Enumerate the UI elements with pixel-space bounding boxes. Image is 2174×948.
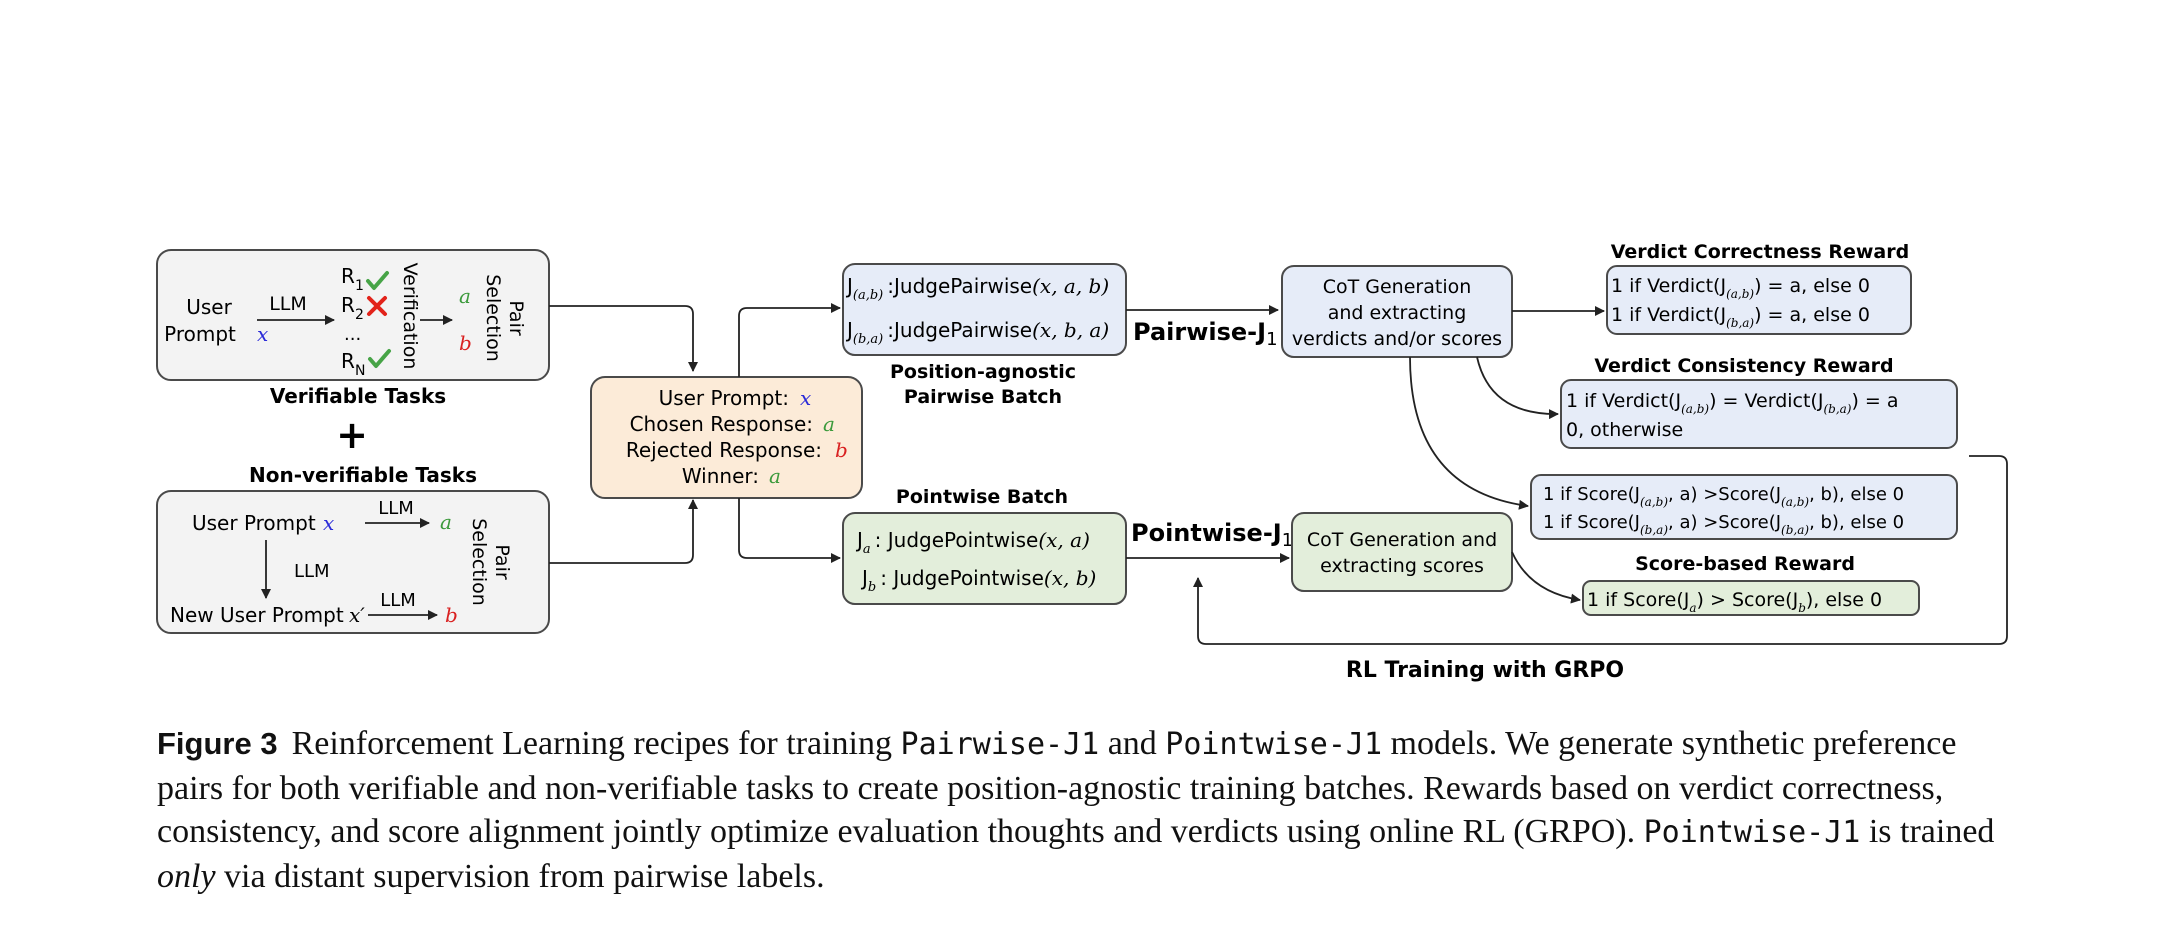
verdict-consistency-line-1: 1 if Verdict(J(a,b)) = Verdict(J(b,a)) =…	[1566, 390, 1899, 416]
verdict-correctness-box	[1606, 265, 1912, 335]
cot-pairwise-line-2: and extracting	[1328, 302, 1467, 324]
user-prompt-label: User Prompt	[192, 511, 316, 535]
pairwise-line-2: J(b,a):JudgePairwise(x, b, a)	[845, 318, 1109, 347]
winner-label: Winner:	[682, 464, 759, 488]
llm-label: LLM	[269, 293, 307, 315]
chosen-label: Chosen Response:	[630, 412, 813, 436]
x-var: x	[323, 511, 334, 535]
b-var: b	[459, 331, 472, 355]
verdict-correctness-title: Verdict Correctness Reward	[1611, 241, 1909, 263]
r1-sub: 1	[355, 278, 364, 294]
check-icon	[368, 349, 391, 368]
pointwise-j1-label: Pointwise-J1	[1131, 519, 1293, 551]
winner-value: a	[769, 464, 781, 488]
verdict-correctness-line-1: 1 if Verdict(J(a,b)) = a, else 0	[1611, 275, 1870, 301]
arrow-icon	[738, 303, 841, 377]
verification-label: Verification	[399, 263, 421, 370]
caption-text-1: Reinforcement Learning recipes for train…	[291, 725, 901, 762]
verdict-correctness-line-2: 1 if Verdict(J(b,a)) = a, else 0	[1611, 304, 1870, 330]
verifiable-tasks-title: Verifiable Tasks	[270, 384, 446, 408]
caption-text-3: models. We generate synthetic preference…	[157, 725, 1957, 850]
arrow-icon	[1511, 551, 1581, 604]
llm-top-label: LLM	[378, 498, 414, 519]
dots-label: ...	[344, 324, 361, 345]
user-prompt-label: User Prompt:	[659, 386, 789, 410]
selection-label: Selection	[482, 274, 504, 362]
cross-icon	[367, 296, 387, 316]
score-pairwise-line-1: 1 if Score(J(a,b), a) >Score(J(a,b), b),…	[1543, 484, 1904, 509]
cot-pointwise-box	[1291, 512, 1513, 592]
rl-loop-arrow	[1193, 455, 2008, 645]
pair-label: Pair	[491, 544, 513, 580]
rn-sub: N	[355, 363, 365, 379]
caption-text-5: via distant supervision from pairwise la…	[215, 857, 825, 895]
check-icon	[366, 271, 389, 290]
prompt-label: Prompt	[164, 322, 236, 346]
pointwise-line-2: Jb: JudgePointwise(x, b)	[860, 566, 1096, 595]
arrow-icon	[549, 305, 698, 372]
preference-pair-box	[590, 376, 863, 499]
selection-label: Selection	[468, 518, 490, 606]
pointwise-batch-title: Pointwise Batch	[896, 486, 1068, 508]
r2-label: R	[341, 293, 355, 317]
b-var: b	[445, 603, 458, 627]
b-var: b	[835, 438, 848, 462]
pairwise-batch-caption-1: Position-agnostic	[890, 361, 1076, 383]
figure-caption: Figure 3 Reinforcement Learning recipes f…	[157, 722, 2017, 898]
score-pairwise-box	[1530, 474, 1958, 540]
pointwise-batch-box	[842, 512, 1127, 605]
caption-text-2: and	[1099, 725, 1166, 762]
verdict-consistency-line-2: 0, otherwise	[1566, 419, 1683, 441]
verdict-consistency-box	[1560, 379, 1958, 449]
r1-label: R	[341, 264, 355, 288]
pairwise-batch-caption-2: Pairwise Batch	[904, 386, 1062, 408]
r2-sub: 2	[355, 307, 364, 323]
pairwise-line-1: J(a,b):JudgePairwise(x, a, b)	[845, 274, 1109, 303]
arrow-icon	[1409, 356, 1529, 510]
caption-emphasis: only	[157, 857, 216, 895]
plus-icon: +	[336, 413, 368, 457]
caption-text-4: is trained	[1860, 813, 1995, 850]
x-var: x	[257, 322, 268, 346]
cot-pairwise-line-3: verdicts and/or scores	[1292, 328, 1502, 350]
nonverifiable-tasks-box	[156, 490, 550, 634]
nonverifiable-tasks-title: Non-verifiable Tasks	[249, 463, 477, 487]
cot-pointwise-line-2: extracting scores	[1320, 555, 1484, 577]
pointwise-line-1: Ja: JudgePointwise(x, a)	[855, 528, 1090, 557]
llm-bottom-label: LLM	[380, 590, 416, 611]
caption-mono-3: Pointwise-J1	[1643, 815, 1861, 850]
score-based-title: Score-based Reward	[1635, 553, 1855, 575]
a-var: a	[823, 412, 835, 436]
arrow-icon	[738, 498, 841, 563]
score-based-line: 1 if Score(Ja) > Score(Jb), else 0	[1587, 589, 1882, 615]
x-prime-var: x′	[349, 603, 365, 627]
rl-training-label: RL Training with GRPO	[1346, 658, 1624, 683]
a-var: a	[440, 510, 452, 534]
score-based-box	[1582, 580, 1920, 616]
a-var: a	[459, 284, 471, 308]
cot-pointwise-line-1: CoT Generation and	[1307, 529, 1497, 551]
arrow-icon	[549, 499, 698, 564]
user-label: User	[186, 295, 232, 319]
new-user-prompt-label: New User Prompt	[170, 603, 344, 627]
llm-mid-label: LLM	[294, 561, 330, 582]
rejected-label: Rejected Response:	[626, 438, 822, 462]
pair-label: Pair	[505, 300, 527, 336]
figure-label: Figure 3	[157, 726, 278, 761]
score-pairwise-line-2: 1 if Score(J(b,a), a) >Score(J(b,a), b),…	[1543, 512, 1904, 537]
pairwise-j1-label: Pairwise-J1	[1133, 318, 1278, 350]
arrow-icon	[1476, 356, 1559, 420]
x-var: x	[800, 386, 811, 410]
verifiable-tasks-box	[156, 249, 550, 381]
verdict-consistency-title: Verdict Consistency Reward	[1594, 355, 1893, 377]
caption-mono-1: Pairwise-J1	[900, 727, 1100, 762]
cot-pairwise-line-1: CoT Generation	[1323, 276, 1472, 298]
rn-label: R	[341, 349, 355, 373]
caption-mono-2: Pointwise-J1	[1165, 727, 1383, 762]
